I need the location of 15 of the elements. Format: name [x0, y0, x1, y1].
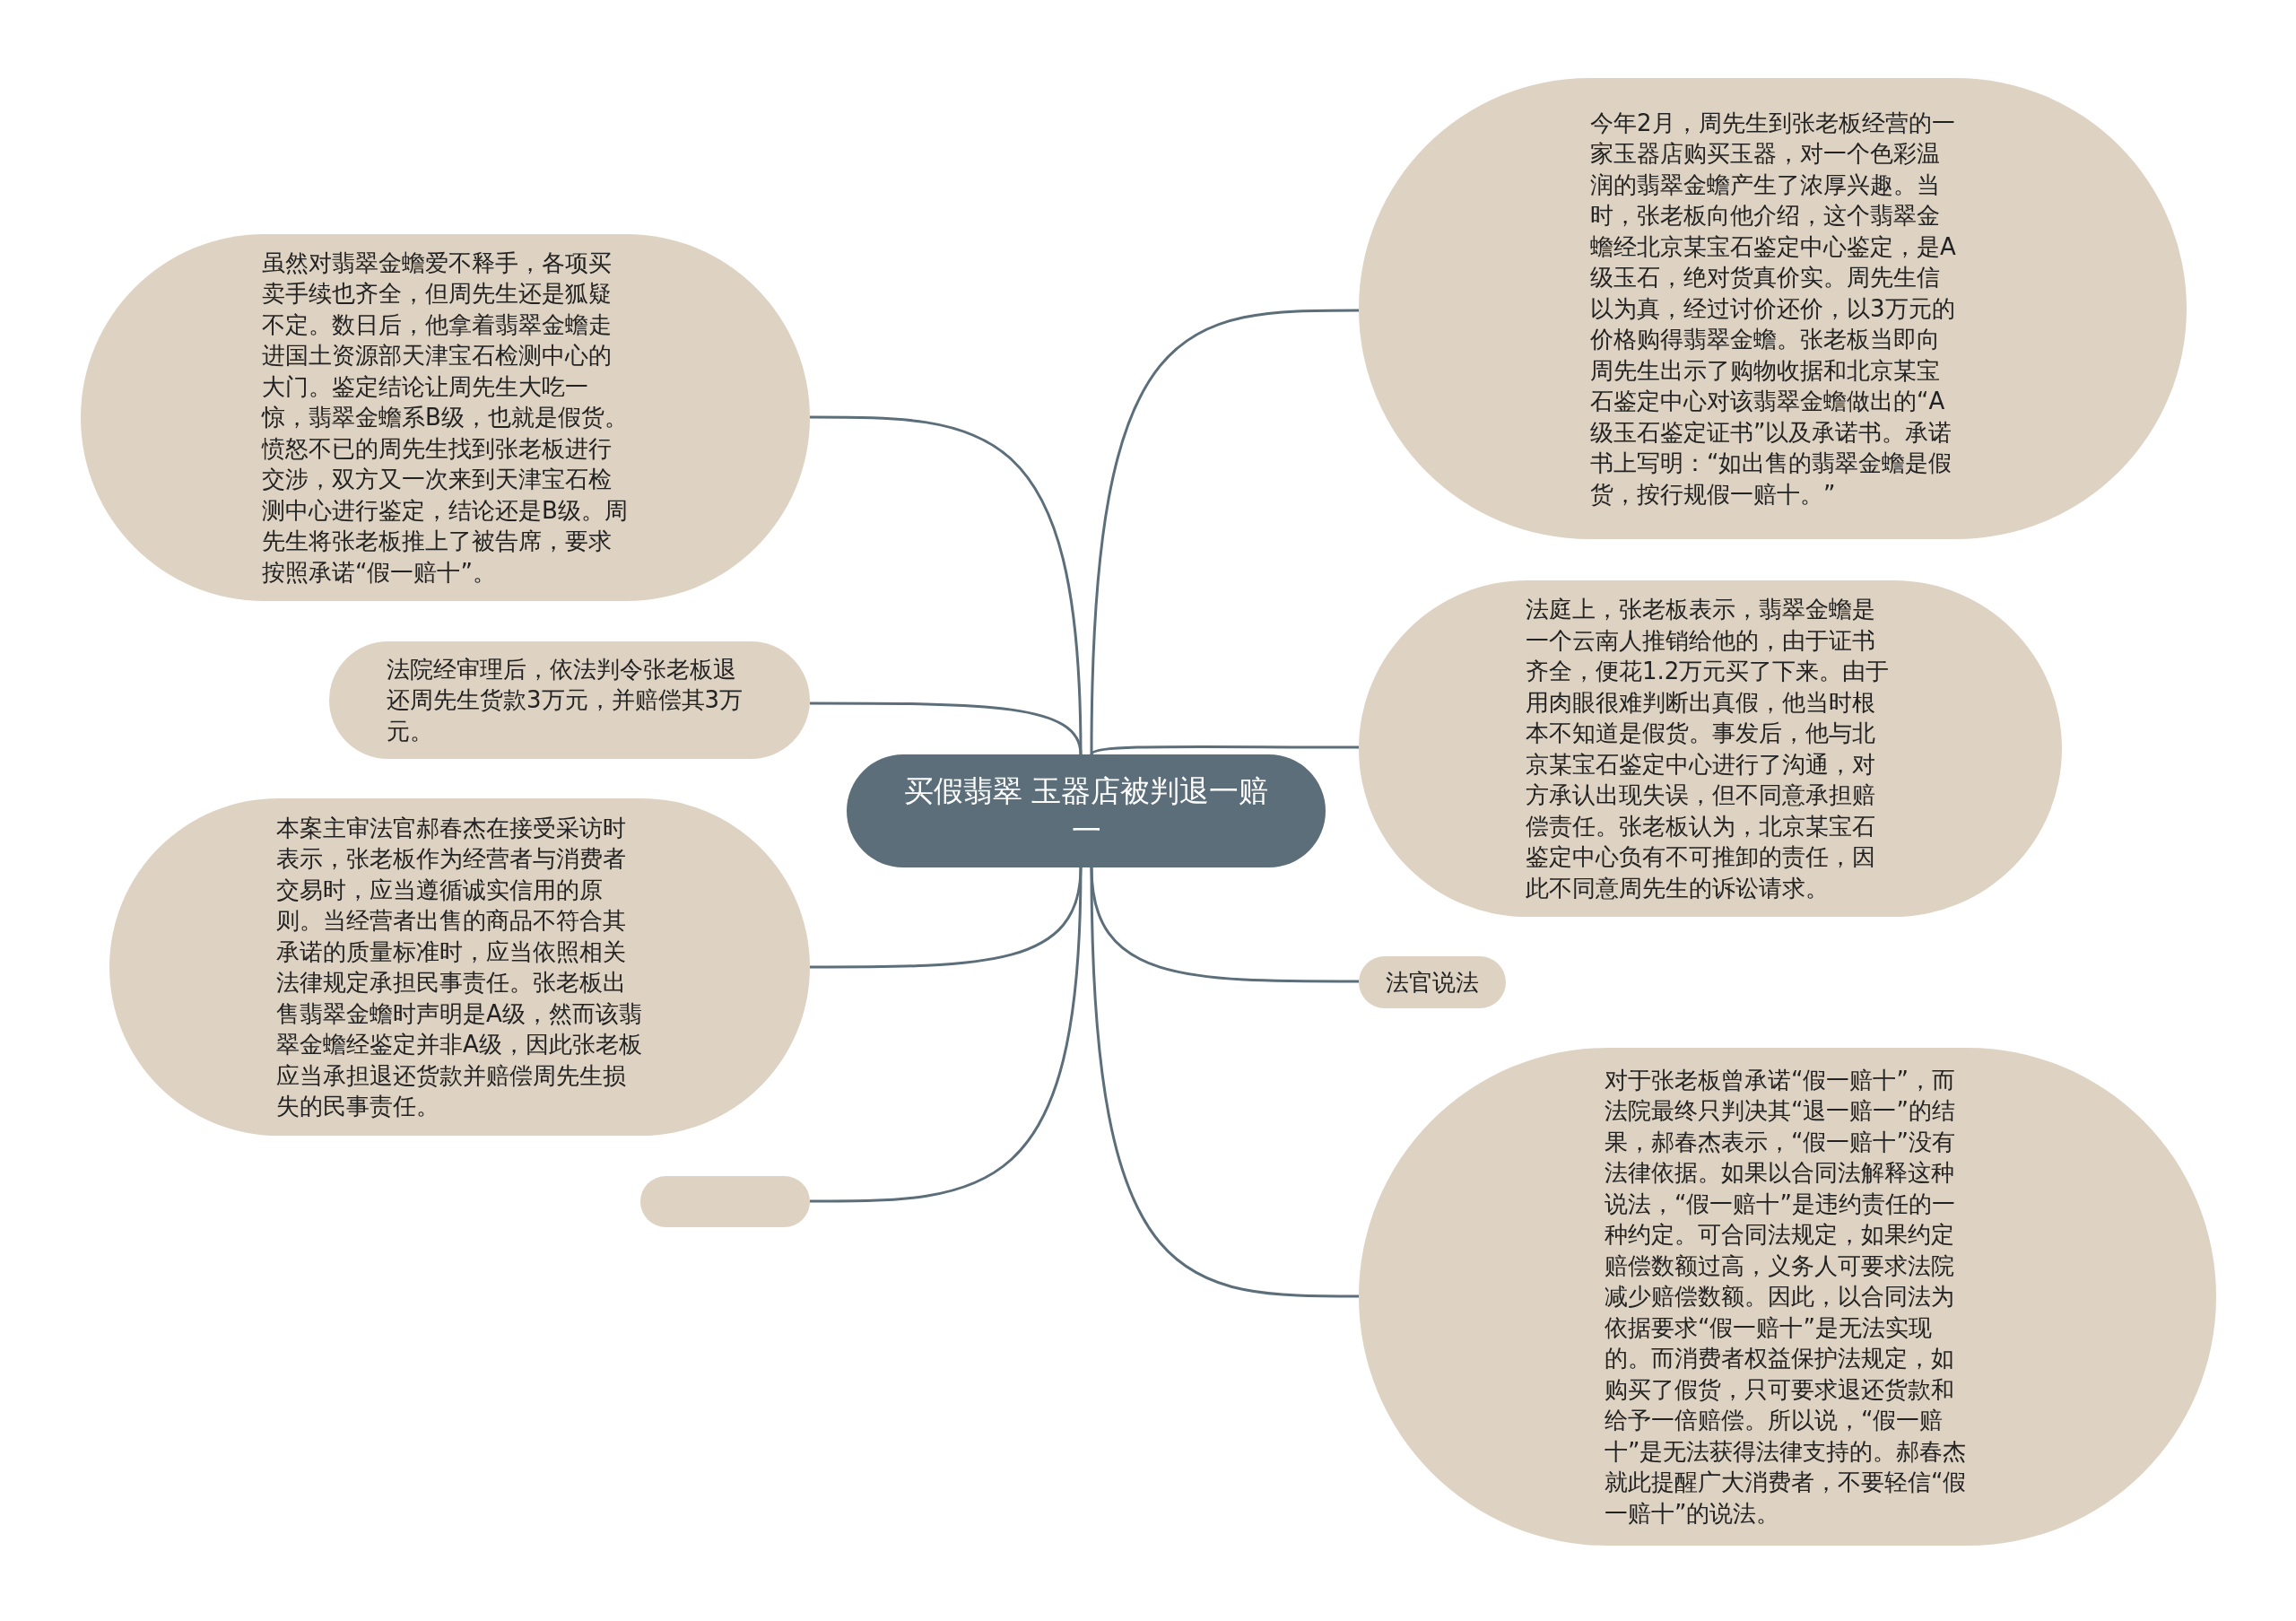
topic-text: 对于张老板曾承诺“假一赔十”，而法院最终只判决其“退一赔一”的结果，郝春杰表示，“假一赔十”没有法律依据。如果以合同法解释这种说法，“假一赔十”是违约责任的一种约定。可合同法规定，如果约定赔偿数额过高，义务人可要求法院减少赔偿数额。因此，以合同法为依据要求“假一赔十”是无法实现的。而消费者权益保护法规定，如购买了假货，只可要求退还货款和给予一倍赔偿。所以说，“假一赔十”是无法获得法律支持的。郝春杰就此提醒广大消费者，不要轻信“假一赔十”的说法。	[1605, 1065, 1968, 1529]
topic-bubble	[1359, 956, 1506, 1008]
topic-text: 法官说法	[1386, 967, 1480, 998]
topic-text: 法庭上，张老板表示，翡翠金蟾是一个云南人推销给他的，由于证书齐全，便花1.2万元买了下来。由于用肉眼很难判断出真假，他当时根本不知道是假货。事发后，他与北京某宝石鉴定中心进行了沟通，对方承认出现失误，但不同意承担赔偿责任。张老板认为，北京某宝石鉴定中心负有不可推卸的责任，因此不同意周先生的诉讼请求。	[1526, 595, 1891, 903]
connector-line	[1090, 745, 1359, 755]
topic-text: 法院经审理后，依法判令张老板退还周先生货款3万元，并赔偿其3万元。	[387, 654, 744, 746]
connector-line	[1090, 309, 1359, 755]
topic-title: 买假翡翠 玉器店被判退一赔一	[902, 772, 1270, 850]
topic-text: 今年2月，周先生到张老板经营的一家玉器店购买玉器，对一个色彩温润的翡翠金蟾产生了浓厚兴趣。当时，张老板向他介绍，这个翡翠金蟾经北京某宝石鉴定中心鉴定，是A级玉石，绝对货真价实。周先生信以为真，经过讨价还价，以3万元的价格购得翡翠金蟾。张老板当即向周先生出示了购物收据和北京某宝石鉴定中心对该翡翠金蟾做出的“A级玉石鉴定证书”以及承诺书。承诺书上写明：“如出售的翡翠金蟾是假货，按行规假一赔十。”	[1590, 108, 1957, 510]
connector-line	[809, 702, 1083, 755]
connector-line	[810, 867, 1083, 1203]
empty-tag	[640, 1176, 810, 1227]
topic-text: 虽然对翡翠金蟾爱不释手，各项买卖手续也齐全，但周先生还是狐疑不定。数日后，他拿着翡翠金蟾走进国土资源部天津宝石检测中心的大门。鉴定结论让周先生大吃一惊，翡翠金蟾系B级，也就是假货。愤怒不已的周先生找到张老板进行交涉，双方又一次来到天津宝石检测中心进行鉴定，结论还是B级。周先生将张老板推上了被告席，要求按照承诺“假一赔十”。	[262, 248, 629, 588]
connector-line	[1090, 867, 1359, 1298]
topic-text: 本案主审法官郝春杰在接受采访时表示，张老板作为经营者与消费者交易时，应当遵循诚实信用的原则。当经营者出售的商品不符合其承诺的质量标准时，应当依照相关法律规定承担民事责任。张老板出售翡翠金蟾时声明是A级，然而该翡翠金蟾经鉴定并非A级，因此张老板应当承担退还货款并赔偿周先生损失的民事责任。	[276, 813, 643, 1121]
